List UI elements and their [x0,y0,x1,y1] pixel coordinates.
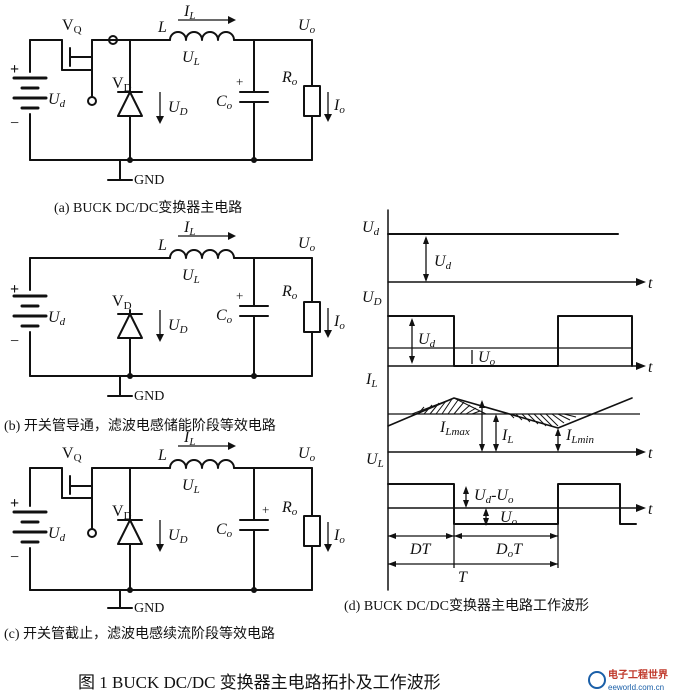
svg-text:Co: Co [216,307,233,326]
svg-text:Uo: Uo [298,235,316,254]
switch-vq-a: VQ [61,17,118,106]
svg-text:−: − [10,333,19,350]
ground-label: GND [134,173,164,188]
svg-text:Ro: Ro [281,283,298,302]
figure-title: 图 1 BUCK DC/DC 变换器主电路拓扑及工作波形 [78,673,441,692]
circuit-b: + − Ud L IL UL Uo VD UD [4,219,345,434]
svg-text:−: − [10,549,19,566]
resistor-a: Ro Io [281,39,345,161]
capacitor-b: + Co [216,257,269,377]
svg-text:Uo: Uo [500,509,518,528]
svg-text:VD: VD [112,293,132,312]
watermark-cn: 电子工程世界 [608,668,668,681]
svg-text:Ud: Ud [418,331,436,350]
svg-text:IL: IL [183,429,195,448]
capacitor-c: + Co [216,467,269,591]
svg-text:L: L [157,447,167,464]
inductor-current-label: IL [183,3,195,22]
diode-label: VD [112,75,132,94]
resistor-label: Ro [281,69,298,88]
load-current-label: Io [333,97,345,116]
svg-text:ILmax: ILmax [439,419,470,438]
svg-text:VQ: VQ [62,445,82,464]
svg-text:t: t [648,501,653,518]
svg-text:Ud: Ud [48,525,66,544]
svg-text:+: + [262,502,269,517]
svg-text:+: + [236,288,243,303]
svg-text:GND: GND [134,601,164,616]
output-label: Uo [298,17,316,36]
svg-text:Io: Io [333,313,345,332]
caption-b: (b) 开关管导通，滤波电感储能阶段等效电路 [4,417,276,434]
svg-text:Uo: Uo [298,445,316,464]
resistor-b: Ro Io [281,257,345,377]
wave-ud: Ud t Ud [362,219,653,292]
svg-text:UD: UD [168,317,188,336]
capacitor-a: + Co [216,39,269,161]
wave-uD: UD t Ud Uo [362,289,653,376]
battery-b: + − Ud [10,257,66,377]
battery-c: + − Ud [10,467,66,591]
inductor-voltage-label: UL [182,49,200,68]
svg-text:IL: IL [365,371,377,390]
source-label: Ud [48,91,66,110]
eeworld-logo: 电子工程世界 eeworld.com.cn [588,668,668,692]
waveforms-d: Ud t Ud UD t Ud Uo IL [344,209,653,614]
svg-text:UD: UD [168,527,188,546]
caption-a: (a) BUCK DC/DC变换器主电路 [54,199,242,216]
caption-d: (d) BUCK DC/DC变换器主电路工作波形 [344,597,589,614]
circuit-a: + − Ud VQ L IL UL Uo [10,3,345,216]
inductor-label: L [157,19,167,36]
svg-text:Ud-Uo: Ud-Uo [474,487,514,506]
svg-text:+: + [236,74,243,89]
diode-a: VD UD [112,39,188,161]
switch-label: VQ [62,17,82,36]
svg-text:t: t [648,445,653,462]
svg-text:UL: UL [182,477,200,496]
svg-text:VD: VD [112,503,132,522]
resistor-c: Ro Io [281,467,345,591]
dt-label: DT [409,541,432,558]
svg-text:UD: UD [362,289,382,308]
svg-text:Ro: Ro [281,499,298,518]
svg-text:t: t [648,275,653,292]
svg-text:Uo: Uo [478,349,496,368]
svg-text:t: t [648,359,653,376]
diode-c: VD UD [112,467,188,591]
diode-voltage-label: UD [168,99,188,118]
svg-text:+: + [10,281,19,298]
inductor-c: L IL UL [157,429,236,496]
svg-text:IL: IL [183,219,195,238]
svg-text:UL: UL [366,451,384,470]
svg-text:Ud: Ud [362,219,380,238]
battery-a: + − Ud [10,39,66,161]
svg-text:IL: IL [501,427,513,446]
svg-text:ILmin: ILmin [565,427,594,446]
wave-il: IL [365,371,653,462]
inductor-b: L IL UL [157,219,236,286]
svg-text:UL: UL [182,267,200,286]
capacitor-label: Co [216,93,233,112]
circuit-c: + − Ud VQ L IL UL Uo [4,429,345,642]
timing-markers: DT DoT T [388,520,559,586]
wave-uL: UL t Ud-Uo Uo [366,451,653,528]
svg-text:Ud: Ud [48,309,66,328]
globe-icon [588,671,606,689]
diode-b: VD UD [112,293,188,377]
period-label: T [458,569,468,586]
svg-text:Io: Io [333,527,345,546]
minus-sign: − [10,115,19,132]
svg-text:+: + [10,495,19,512]
svg-text:Ud: Ud [434,253,452,272]
watermark-en: eeworld.com.cn [608,683,664,692]
caption-c: (c) 开关管截止，滤波电感续流阶段等效电路 [4,625,275,642]
inductor-a: L IL UL [157,3,236,68]
plus-sign: + [10,61,19,78]
svg-text:L: L [157,237,167,254]
dot-label: DoT [495,541,523,560]
svg-text:GND: GND [134,389,164,404]
switch-vq-c: VQ [61,445,97,538]
svg-text:Co: Co [216,521,233,540]
